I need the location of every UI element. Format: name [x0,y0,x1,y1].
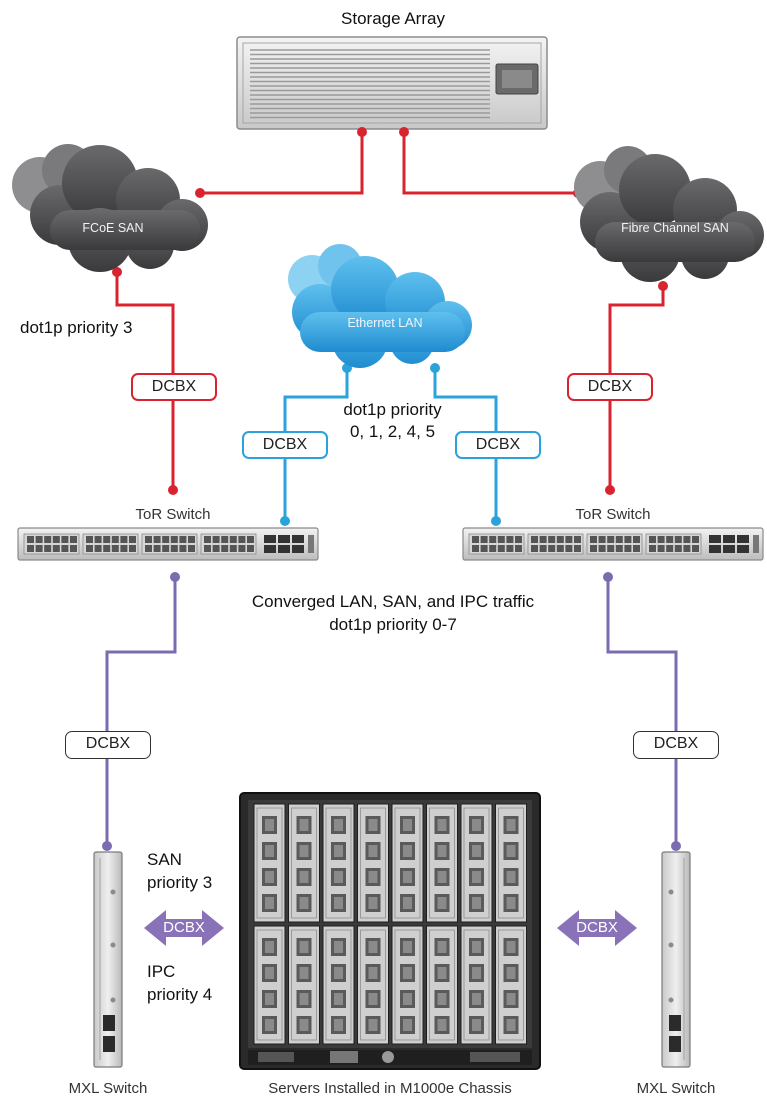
mxl-switch-right-icon [661,851,691,1068]
dot1p-lan-priority-line1: dot1p priority [343,400,442,419]
dcbx-arrow-right-label: DCBX [576,919,618,936]
dcbx-box-black-right: DCBX [633,731,719,759]
mxl-switch-left-label: MXL Switch [68,1080,148,1097]
fcoe-san-label: FCoE SAN [82,221,144,235]
dcbx-box-red-left: DCBX [131,373,217,401]
dcbx-arrow-left-label: DCBX [163,919,205,936]
storage-array-label: Storage Array [341,9,445,28]
dcbx-box-blue-right: DCBX [455,431,541,459]
dcbx-box-black-left: DCBX [65,731,151,759]
tor-switch-left-label: ToR Switch [135,506,211,523]
san-priority-line2: priority 3 [147,873,213,892]
san-priority-line1: SAN [147,850,182,869]
mxl-switch-left-icon [93,851,123,1068]
converged-traffic-line1: Converged LAN, SAN, and IPC traffic [251,592,535,611]
tor-switch-right-label: ToR Switch [575,506,651,523]
ethernet-lan-label: Ethernet LAN [347,316,423,330]
fibre-channel-san-label: Fibre Channel SAN [621,221,729,235]
dcbx-double-arrow-left-icon [144,910,224,946]
dcbx-box-red-right: DCBX [567,373,653,401]
dcbx-box-blue-left: DCBX [242,431,328,459]
storage-array-icon [236,36,548,130]
tor-switch-left-icon [17,527,319,561]
dcbx-double-arrow-right-icon [557,910,637,946]
converged-link-endpoints [102,572,681,851]
dot1p-lan-priority-line2: 0, 1, 2, 4, 5 [349,422,436,441]
ipc-priority-line2: priority 4 [147,985,213,1004]
chassis-label: Servers Installed in M1000e Chassis [268,1080,512,1097]
dot1p-priority-3-label: dot1p priority 3 [20,318,133,337]
ethernet-lan-cloud-icon [288,244,472,368]
m1000e-chassis-icon [239,792,541,1070]
tor-switch-right-icon [462,527,764,561]
fibre-channel-san-cloud-icon [574,146,764,282]
fcoe-san-cloud-icon [12,144,208,272]
lan-link-endpoints [280,363,501,526]
ipc-priority-line1: IPC [147,962,176,981]
mxl-switch-right-label: MXL Switch [636,1080,716,1097]
converged-traffic-line2: dot1p priority 0-7 [329,615,457,634]
